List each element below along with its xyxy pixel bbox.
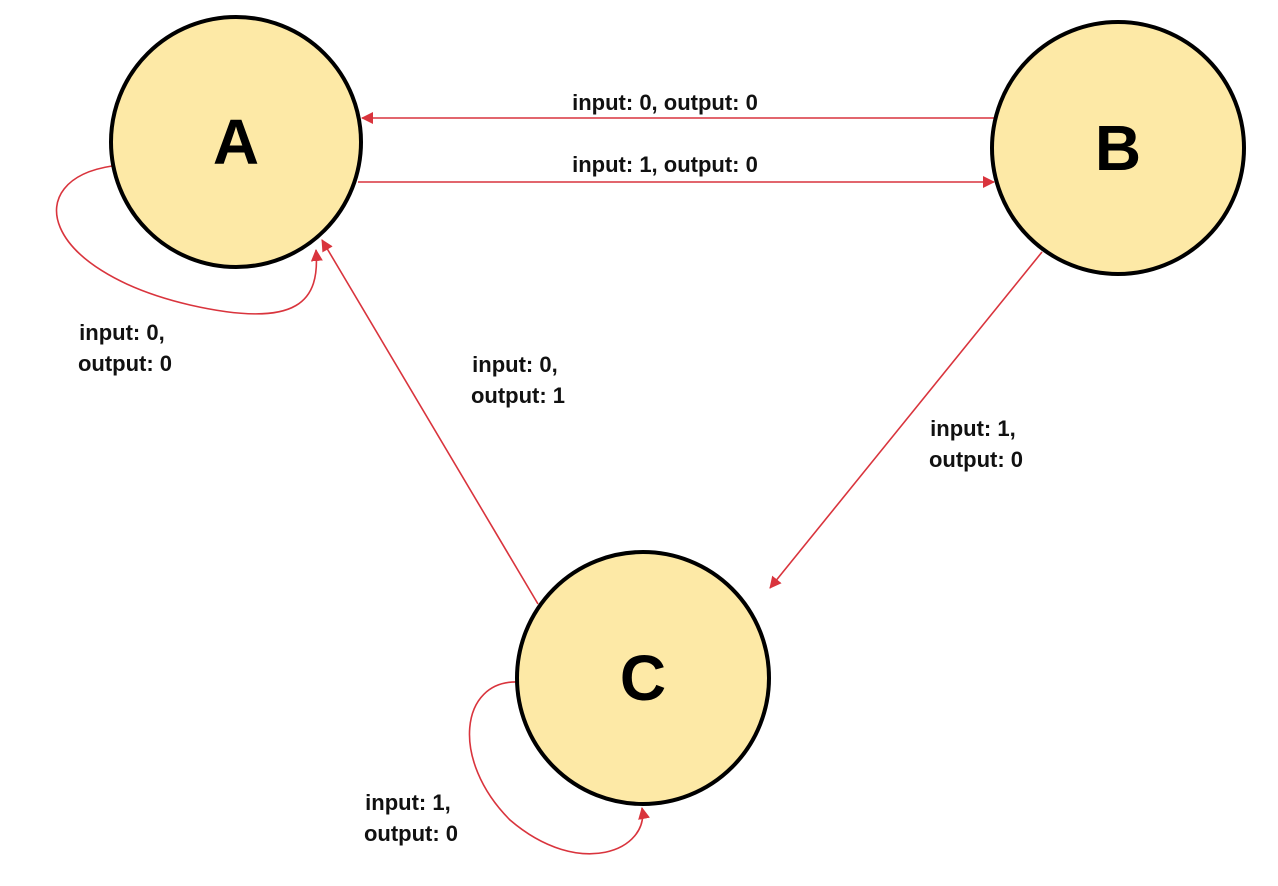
- state-node-c: C: [515, 550, 771, 806]
- edge-a-self-loop: [55, 165, 323, 315]
- state-node-b: B: [990, 20, 1246, 276]
- state-label-c: C: [620, 642, 666, 714]
- edge-label-b-to-a: input: 0, output: 0: [572, 90, 758, 115]
- state-label-a: A: [213, 106, 259, 178]
- state-node-a: A: [109, 15, 363, 269]
- edge-label-c-to-a: input: 0, output: 1: [471, 352, 565, 408]
- edge-label-a-self-loop: input: 0, output: 0: [78, 320, 172, 376]
- state-label-b: B: [1095, 112, 1141, 184]
- state-circle-b: [990, 20, 1246, 276]
- edge-label-a-to-b: input: 1, output: 0: [572, 152, 758, 177]
- edge-c-self-loop: [468, 681, 650, 855]
- state-circle-a: [109, 15, 363, 269]
- edge-b-to-c: [769, 251, 1043, 589]
- edge-label-b-to-c: input: 1, output: 0: [929, 416, 1023, 472]
- edge-c-to-a: [321, 239, 539, 605]
- state-circle-c: [515, 550, 771, 806]
- edge-label-c-self-loop: input: 1, output: 0: [364, 790, 458, 846]
